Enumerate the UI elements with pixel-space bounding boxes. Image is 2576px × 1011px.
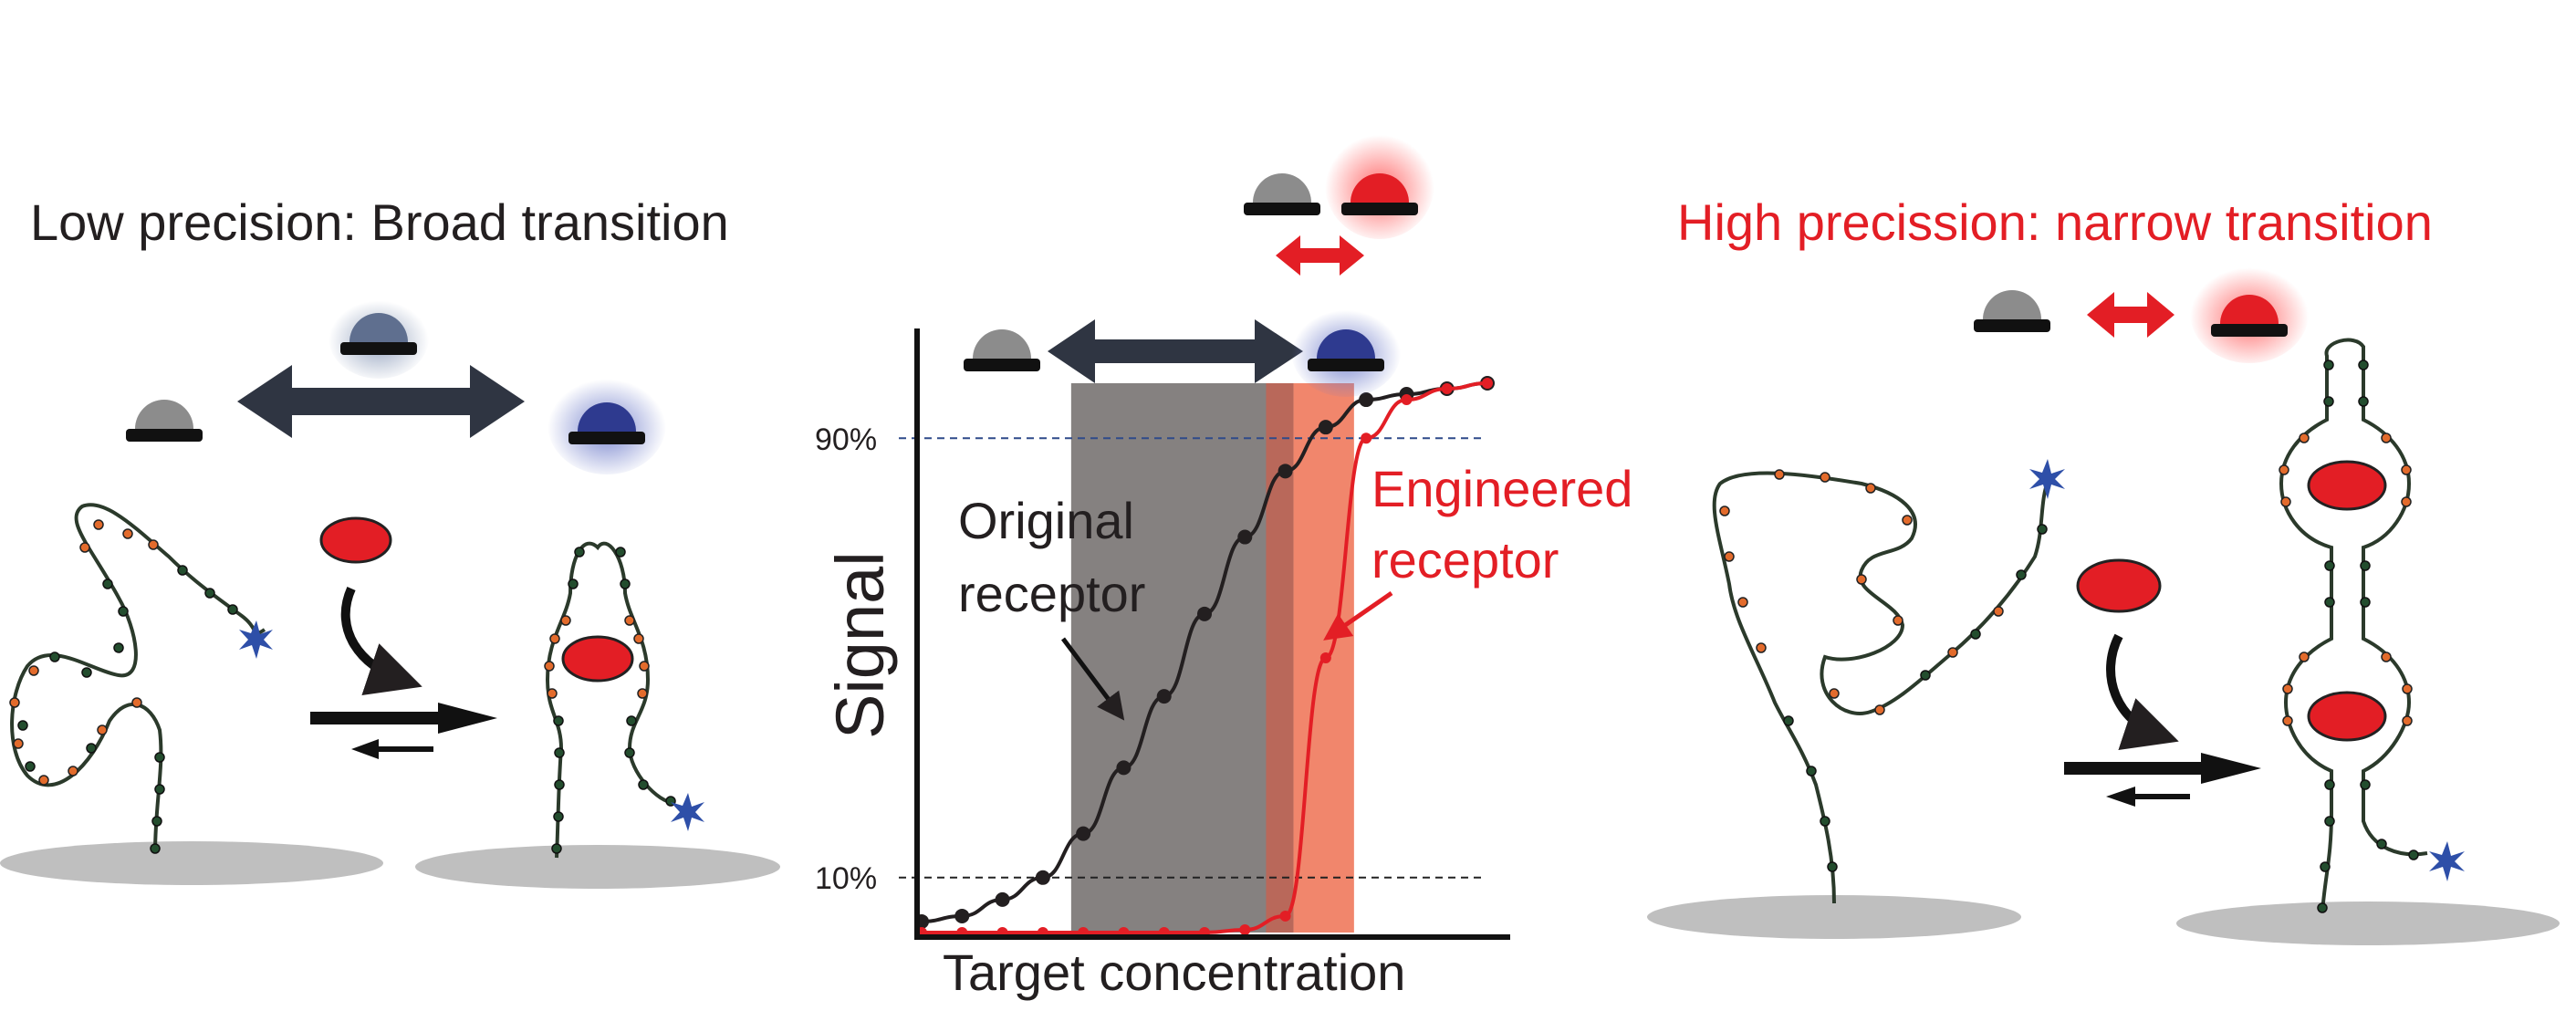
y-tick-10: 10% bbox=[815, 861, 877, 896]
surface-left-bound bbox=[415, 845, 780, 889]
transition-chart: 90% 10% Signal Target concentration Orig… bbox=[815, 130, 1632, 1001]
data-point-engineered-14 bbox=[1482, 378, 1493, 389]
data-point-original-10 bbox=[1318, 420, 1333, 435]
aptamer-unbound-left bbox=[9, 503, 273, 854]
y-axis-label: Signal bbox=[822, 551, 898, 739]
data-point-original-1 bbox=[954, 908, 970, 923]
data-point-engineered-10 bbox=[1319, 652, 1331, 663]
aptamer-unbound-right bbox=[1712, 459, 2065, 904]
right-panel-title: High precission: narrow transition bbox=[1677, 193, 2433, 251]
data-point-engineered-12 bbox=[1401, 394, 1413, 406]
data-point-engineered-8 bbox=[1239, 923, 1251, 935]
data-point-original-8 bbox=[1237, 529, 1253, 545]
right-panel bbox=[1647, 263, 2560, 945]
chart-lamp-off-icon bbox=[964, 329, 1040, 371]
x-axis-label: Target concentration bbox=[943, 943, 1405, 1001]
annotation-original-line1: Original bbox=[958, 492, 1134, 549]
fluorophore-star-icon bbox=[239, 620, 273, 659]
data-point-original-3 bbox=[1035, 870, 1050, 885]
right-narrow-double-arrow-icon bbox=[2087, 292, 2174, 338]
chart-narrow-double-arrow-icon bbox=[1276, 235, 1364, 276]
data-point-engineered-9 bbox=[1279, 910, 1291, 922]
data-point-original-6 bbox=[1156, 689, 1172, 704]
surface-right-unbound bbox=[1647, 895, 2021, 939]
surface-right-bound bbox=[2176, 902, 2560, 945]
binding-curve-arrow-icon bbox=[340, 586, 422, 696]
data-point-original-4 bbox=[1076, 826, 1091, 841]
y-tick-90: 90% bbox=[815, 422, 877, 457]
data-point-original-11 bbox=[1359, 392, 1374, 408]
left-panel bbox=[0, 297, 780, 889]
right-lamp-red-icon bbox=[2190, 263, 2309, 363]
lamp-blue-on-icon bbox=[548, 374, 666, 474]
equilibrium-arrows-right-icon bbox=[2064, 753, 2261, 807]
data-point-engineered-13 bbox=[1441, 383, 1453, 395]
right-lamp-off-icon bbox=[1974, 290, 2050, 332]
data-point-engineered-11 bbox=[1361, 433, 1372, 444]
target-molecule-right-icon bbox=[2076, 558, 2162, 613]
binding-curve-arrow-right-icon bbox=[2106, 633, 2179, 751]
fluorophore-star-right-icon bbox=[2029, 459, 2065, 499]
lamp-dim-icon bbox=[329, 297, 429, 379]
annotation-engineered-line1: Engineered bbox=[1371, 460, 1632, 517]
aptamer-bound-right bbox=[2279, 338, 2465, 913]
target-molecule-left-icon bbox=[319, 516, 392, 564]
target-molecule-bound-right-bottom-icon bbox=[2307, 691, 2387, 742]
target-molecule-bound-right-top-icon bbox=[2307, 460, 2387, 511]
aptamer-bound-left bbox=[544, 541, 704, 859]
chart-lamp-blue-icon bbox=[1291, 306, 1401, 397]
left-panel-title: Low precision: Broad transition bbox=[30, 193, 729, 251]
fluorophore-star-bound-right-icon bbox=[2429, 841, 2465, 881]
annotation-original-arrow-icon bbox=[1061, 637, 1125, 721]
data-point-original-2 bbox=[995, 891, 1010, 907]
fluorophore-star-bound-icon bbox=[671, 793, 704, 831]
surface-left-unbound bbox=[0, 841, 383, 885]
chart-broad-double-arrow-icon bbox=[1048, 319, 1303, 383]
annotation-engineered-arrow-icon bbox=[1323, 590, 1393, 641]
annotation-original-line2: receptor bbox=[958, 565, 1145, 622]
broad-double-arrow-icon bbox=[237, 365, 525, 438]
data-point-original-9 bbox=[1278, 464, 1293, 479]
lamp-off-icon bbox=[126, 400, 203, 442]
chart-top-lamp-off-icon bbox=[1244, 173, 1320, 215]
chart-top-lamp-red-icon bbox=[1325, 130, 1434, 239]
data-point-original-7 bbox=[1197, 606, 1212, 621]
annotation-engineered-line2: receptor bbox=[1371, 531, 1559, 589]
data-point-original-5 bbox=[1116, 760, 1132, 776]
equilibrium-arrows-left-icon bbox=[310, 703, 497, 759]
target-molecule-bound-left-icon bbox=[561, 635, 634, 683]
